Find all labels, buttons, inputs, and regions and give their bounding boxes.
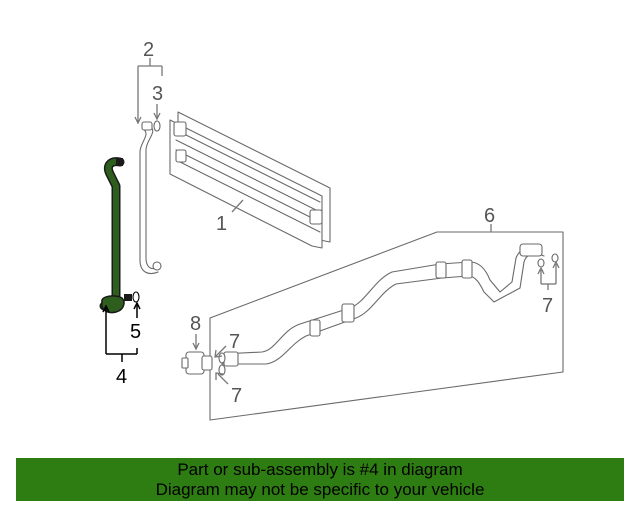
leader-lines <box>102 58 560 385</box>
o-ring-part-5 <box>132 291 140 303</box>
cooler-line-part-4-highlighted <box>99 157 132 314</box>
info-banner: Part or sub-assembly is #4 in diagram Di… <box>16 458 624 501</box>
cooler-lines-part-6 <box>209 231 564 421</box>
callout-7-lower-left: 7 <box>231 385 242 407</box>
oil-cooler-part-1 <box>169 111 331 249</box>
callout-6: 6 <box>484 205 495 227</box>
callout-3: 3 <box>152 83 163 105</box>
callout-8: 8 <box>190 313 201 335</box>
callout-5: 5 <box>130 321 141 343</box>
callout-4: 4 <box>116 366 127 388</box>
callout-1: 1 <box>216 213 227 235</box>
parts-diagram: 2 3 1 5 4 6 7 7 7 8 <box>99 39 564 421</box>
callout-7-right: 7 <box>542 295 553 317</box>
banner-line-2: Diagram may not be specific to your vehi… <box>155 480 485 499</box>
o-ring-part-3 <box>153 120 161 132</box>
connector-part-8 <box>181 351 213 375</box>
banner-line-1: Part or sub-assembly is #4 in diagram <box>177 460 463 479</box>
callout-2: 2 <box>143 39 154 61</box>
cooler-line-part-2 <box>139 121 162 275</box>
callout-7-upper-left: 7 <box>229 331 240 353</box>
